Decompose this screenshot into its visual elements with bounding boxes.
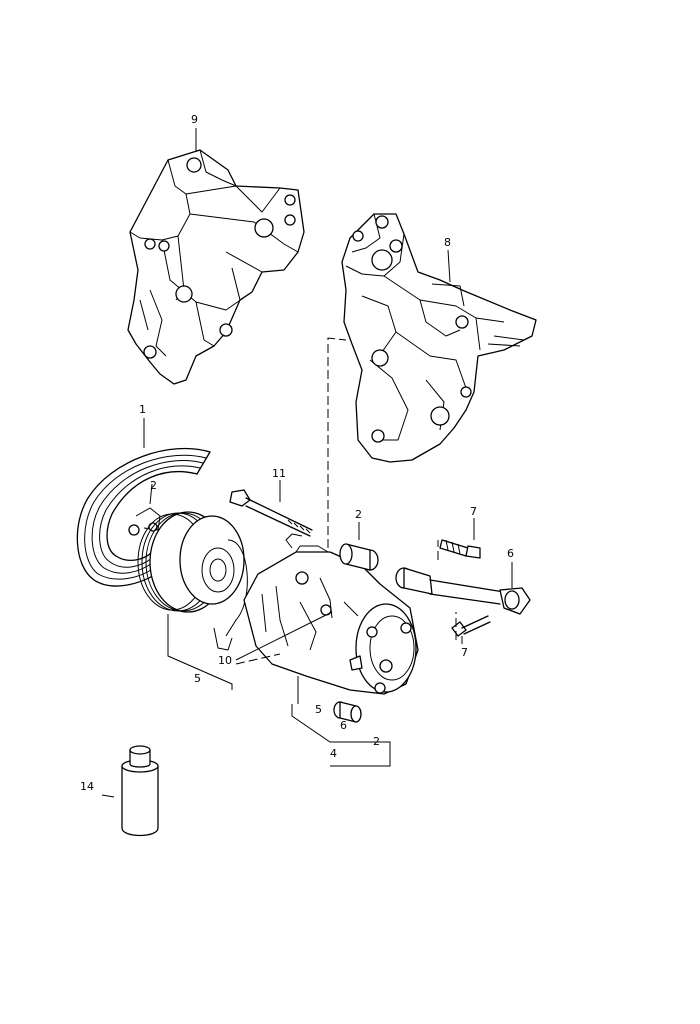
sleeve-part-2: [339, 543, 379, 571]
callout-7-upper: 7: [470, 505, 477, 518]
clutch-pulley-part-5: [137, 511, 248, 651]
group-bracket-4: [291, 704, 391, 767]
assembly-line-bracket-compressor: [327, 337, 347, 548]
assembly-line-10: [235, 611, 333, 661]
callout-10: 10: [218, 654, 232, 667]
bracket-part-8: [341, 213, 537, 463]
oil-canister-part-14: [121, 745, 159, 837]
callout-7-lower: 7: [461, 646, 468, 659]
callout-2-small: 2: [150, 479, 157, 492]
callout-4: 4: [330, 747, 337, 760]
callout-11: 11: [272, 467, 286, 480]
bracket-part-9: [127, 149, 305, 385]
bolt-part-7-lower: [451, 615, 491, 637]
assembly-line-pulley: [235, 653, 281, 665]
long-bolt-part-11: [229, 489, 313, 537]
callout-6-bushing: 6: [340, 719, 347, 732]
callout-1: 1: [139, 403, 146, 416]
clip-part-2-small: [128, 507, 161, 536]
leader-lines: [101, 128, 513, 798]
callout-6-arm: 6: [507, 547, 514, 560]
ribbed-belt-part-1: [76, 447, 211, 587]
callout-14: 14: [80, 780, 94, 793]
compressor-part-4: [243, 533, 419, 695]
callout-5-bushing: 5: [315, 703, 322, 716]
callout-9: 9: [191, 113, 198, 126]
bushing-part-6: [333, 701, 362, 723]
callout-5-pulley: 5: [194, 672, 201, 685]
callout-2-sleeve: 2: [355, 508, 362, 521]
group-bracket-5: [167, 614, 233, 690]
callout-2-group: 2: [373, 735, 380, 748]
link-arm-part-6: [395, 567, 531, 615]
callout-8: 8: [444, 236, 451, 249]
bolt-part-7-upper: [439, 539, 481, 559]
